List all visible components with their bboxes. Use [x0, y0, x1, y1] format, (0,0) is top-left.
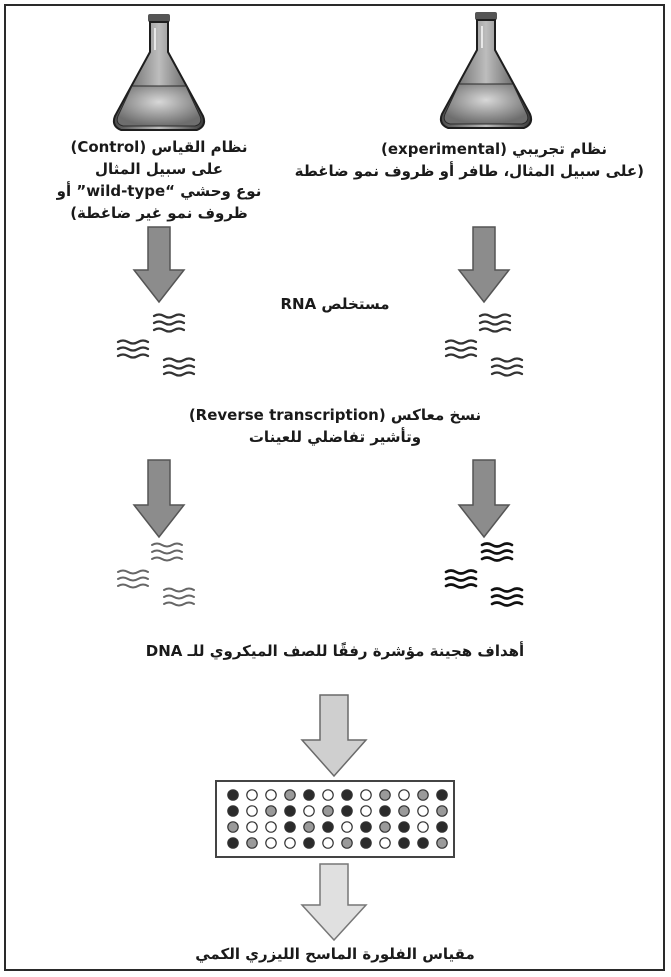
- arrow-down-icon: [457, 459, 511, 539]
- microarray-spot: [284, 837, 296, 849]
- control-flask-icon: [112, 14, 206, 131]
- microarray-spot: [417, 837, 429, 849]
- microarray-spot: [436, 789, 448, 801]
- microarray-spot: [398, 805, 410, 817]
- microarray-spot: [360, 789, 372, 801]
- microarray-spot: [341, 821, 353, 833]
- microarray-spot: [341, 805, 353, 817]
- microarray-spot: [284, 821, 296, 833]
- microarray-spot: [246, 805, 258, 817]
- microarray-spot: [417, 821, 429, 833]
- laser-scanning-label: مقياس الفلورة الماسح الليزري الكمي: [170, 943, 500, 965]
- microarray-spot: [398, 789, 410, 801]
- cdna-strands-control: [117, 542, 195, 607]
- microarray-spot: [227, 805, 239, 817]
- experimental-label: نظام تجريبي (experimental) (على سبيل الم…: [294, 138, 644, 182]
- microarray-spot: [303, 821, 315, 833]
- control-label-line2: على سبيل المثال: [95, 160, 223, 178]
- arrow-down-icon: [132, 226, 186, 304]
- microarray-spot: [379, 821, 391, 833]
- experimental-label-line2: (على سبيل المثال، طافر أو ظروف نمو ضاغطة: [294, 162, 644, 180]
- experimental-label-line1: نظام تجريبي (experimental): [381, 140, 607, 158]
- control-label-line1: نظام القياس (Control): [70, 138, 248, 156]
- microarray-spot: [303, 837, 315, 849]
- microarray-spot: [341, 837, 353, 849]
- microarray-spot: [379, 837, 391, 849]
- rna-extract-text: مستخلص RNA: [280, 295, 390, 313]
- hybridization-text: أهداف هجينة مؤشرة رفقًا للصف الميكروي لل…: [145, 642, 525, 660]
- microarray-spot: [284, 805, 296, 817]
- microarray-spot: [246, 837, 258, 849]
- rna-strands-control: [116, 313, 196, 377]
- microarray-spot: [360, 837, 372, 849]
- hybridization-label: أهداف هجينة مؤشرة رفقًا للصف الميكروي لل…: [140, 640, 530, 662]
- rna-strands-experimental: [444, 313, 524, 377]
- microarray-spot: [322, 805, 334, 817]
- microarray-spot: [265, 821, 277, 833]
- microarray-spot: [284, 789, 296, 801]
- microarray-spot: [398, 837, 410, 849]
- microarray-spot: [227, 837, 239, 849]
- microarray-spot: [265, 837, 277, 849]
- microarray-spot: [227, 821, 239, 833]
- control-label-line3: نوع وحشي “wild-type” أو: [56, 182, 262, 200]
- microarray-spot: [379, 805, 391, 817]
- cdna-strands-experimental: [444, 542, 524, 607]
- microarray-spot: [322, 837, 334, 849]
- reverse-transcription-line1: نسخ معاكس (Reverse transcription): [188, 406, 482, 424]
- experimental-flask-icon: [439, 12, 533, 129]
- laser-scanning-text: مقياس الفلورة الماسح الليزري الكمي: [195, 945, 475, 963]
- control-label-line4: ظروف نمو غير ضاغطة): [70, 204, 248, 222]
- microarray-spot: [303, 805, 315, 817]
- microarray-spot: [436, 805, 448, 817]
- arrow-down-icon: [132, 459, 186, 539]
- microarray-spots: [227, 789, 448, 849]
- microarray-spot: [341, 789, 353, 801]
- microarray-spot: [303, 789, 315, 801]
- microarray-spot: [227, 789, 239, 801]
- microarray-spot: [417, 789, 429, 801]
- rna-extract-label: مستخلص RNA: [240, 293, 430, 315]
- microarray-spot: [417, 805, 429, 817]
- microarray-spot: [246, 789, 258, 801]
- microarray-spot: [360, 805, 372, 817]
- microarray-spot: [322, 789, 334, 801]
- microarray-spot: [398, 821, 410, 833]
- reverse-transcription-label: نسخ معاكس (Reverse transcription) وتأشير…: [140, 404, 530, 448]
- microarray-spot: [436, 837, 448, 849]
- microarray-spot: [379, 789, 391, 801]
- reverse-transcription-line2: وتأشير تفاضلي للعينات: [248, 428, 422, 446]
- arrow-down-icon: [300, 694, 368, 778]
- microarray-spot: [246, 821, 258, 833]
- arrow-down-icon: [300, 863, 368, 942]
- microarray-spot: [360, 821, 372, 833]
- microarray-spot: [265, 789, 277, 801]
- microarray-spot: [322, 821, 334, 833]
- microarray-spot: [265, 805, 277, 817]
- arrow-down-icon: [457, 226, 511, 304]
- control-label: نظام القياس (Control) على سبيل المثال نو…: [48, 136, 270, 224]
- microarray-spot: [436, 821, 448, 833]
- figure-frame: [4, 4, 665, 971]
